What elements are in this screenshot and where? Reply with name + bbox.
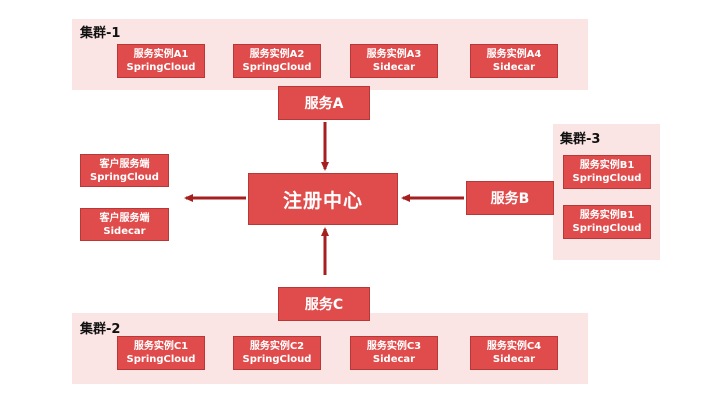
node-name: 服务实例B1 xyxy=(579,160,635,171)
node-type: SpringCloud xyxy=(242,354,312,365)
node-type: SpringCloud xyxy=(572,223,642,234)
node-type: SpringCloud xyxy=(572,173,642,184)
service-instance-c1: 服务实例C1 SpringCloud xyxy=(117,336,205,370)
service-instance-a3: 服务实例A3 Sidecar xyxy=(350,44,438,78)
node-name: 服务实例A1 xyxy=(133,49,189,60)
service-instance-a1: 服务实例A1 SpringCloud xyxy=(117,44,205,78)
service-a-box: 服务A xyxy=(278,86,370,120)
service-instance-b1-second: 服务实例B1 SpringCloud xyxy=(563,205,651,239)
service-instance-b1: 服务实例B1 SpringCloud xyxy=(563,155,651,189)
service-instance-a4: 服务实例A4 Sidecar xyxy=(470,44,558,78)
node-name: 服务实例A2 xyxy=(249,49,305,60)
service-a-label: 服务A xyxy=(304,96,344,112)
service-instance-a2: 服务实例A2 SpringCloud xyxy=(233,44,321,78)
registry-center-label: 注册中心 xyxy=(282,189,363,212)
node-type: SpringCloud xyxy=(242,62,312,73)
service-b-box: 服务B xyxy=(466,181,554,215)
node-type: SpringCloud xyxy=(126,354,196,365)
client-name: 客户服务端 xyxy=(99,212,150,224)
node-name: 服务实例C1 xyxy=(133,341,189,352)
client-sidecar: 客户服务端 Sidecar xyxy=(80,208,169,241)
node-type: SpringCloud xyxy=(126,62,196,73)
registry-center-box: 注册中心 xyxy=(248,173,398,225)
node-type: Sidecar xyxy=(492,354,536,365)
cluster-3-title: 集群-3 xyxy=(560,132,601,147)
service-instance-c3: 服务实例C3 Sidecar xyxy=(350,336,438,370)
node-name: 服务实例A3 xyxy=(366,49,422,60)
node-name: 服务实例C2 xyxy=(249,341,305,352)
service-b-label: 服务B xyxy=(490,191,530,207)
service-instance-c4: 服务实例C4 Sidecar xyxy=(470,336,558,370)
node-name: 服务实例B1 xyxy=(579,210,635,221)
node-type: Sidecar xyxy=(372,62,416,73)
cluster-2-title: 集群-2 xyxy=(80,322,121,337)
cluster-1-title: 集群-1 xyxy=(80,26,121,41)
node-type: Sidecar xyxy=(372,354,416,365)
node-name: 服务实例C3 xyxy=(366,341,422,352)
service-instance-c2: 服务实例C2 SpringCloud xyxy=(233,336,321,370)
client-name: 客户服务端 xyxy=(99,158,150,170)
node-type: Sidecar xyxy=(492,62,536,73)
service-c-label: 服务C xyxy=(304,297,344,313)
node-name: 服务实例A4 xyxy=(486,49,542,60)
client-type: Sidecar xyxy=(103,225,146,237)
client-springcloud: 客户服务端 SpringCloud xyxy=(80,154,169,187)
node-name: 服务实例C4 xyxy=(486,341,542,352)
service-c-box: 服务C xyxy=(278,287,370,321)
client-type: SpringCloud xyxy=(90,171,159,183)
